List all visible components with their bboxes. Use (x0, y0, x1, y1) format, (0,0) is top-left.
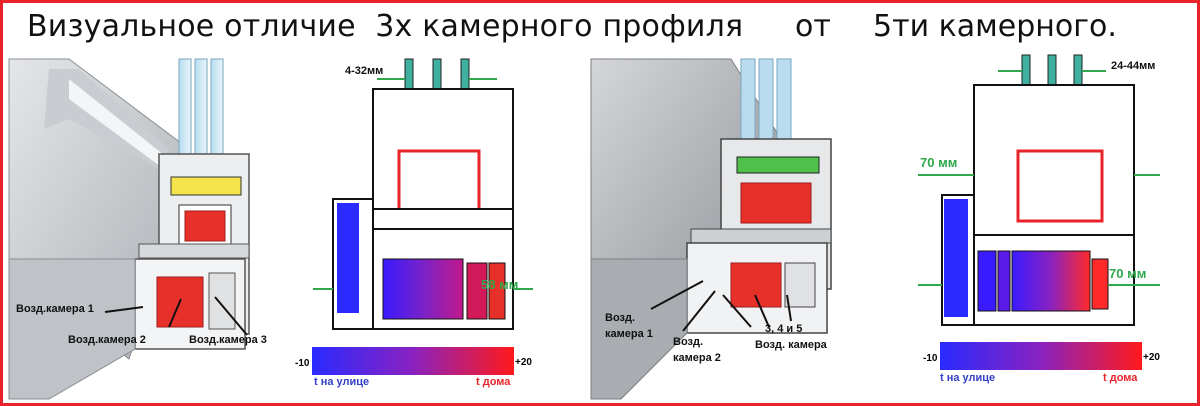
five-chamber-diagram (918, 54, 1160, 326)
sash-depth-5ch: 70 мм (1109, 266, 1147, 281)
title-part-3: 5ти камерного. (873, 9, 1117, 44)
frame-depth-5ch: 70 мм (920, 155, 958, 170)
profile-depth-3ch: 58 мм (481, 277, 519, 292)
three-chamber-diagram (313, 58, 533, 330)
scale-min-3ch: -10 (295, 358, 310, 369)
label-5ch-cam1-line1: Возд. (605, 312, 636, 324)
title-part-1: Визуальное отличие 3х камерного профиля (27, 9, 744, 44)
glass-width-3ch: 4-32мм (345, 65, 384, 77)
title-part-2: от (795, 9, 831, 44)
label-5ch-cam1-line2: камера 1 (605, 328, 653, 340)
label-air-chamber-3: Возд.камера 3 (189, 334, 267, 346)
label-5ch-cam2-line2: камера 2 (673, 352, 721, 364)
five-chamber-photo (590, 58, 832, 400)
label-5ch-cam2-line1: Возд. (673, 336, 704, 348)
three-chamber-photo (8, 58, 250, 400)
label-5ch-cam345-line1: 3, 4 и 5 (765, 323, 803, 335)
scale-min-5ch: -10 (923, 353, 938, 364)
scale-max-5ch: +20 (1143, 352, 1160, 363)
temperature-scale-5ch (940, 342, 1142, 370)
glass-width-5ch: 24-44мм (1111, 60, 1156, 72)
label-air-chamber-2: Возд.камера 2 (68, 334, 146, 346)
temperature-scale-3ch (312, 347, 514, 375)
scale-max-3ch: +20 (515, 357, 532, 368)
label-air-chamber-1: Возд.камера 1 (16, 303, 94, 315)
scale-inside-5ch: t дома (1103, 372, 1138, 384)
scale-outside-3ch: t на улице (314, 376, 370, 388)
scale-outside-5ch: t на улице (940, 372, 996, 384)
label-5ch-cam345-line2: Возд. камера (755, 339, 827, 351)
scale-inside-3ch: t дома (476, 376, 511, 388)
